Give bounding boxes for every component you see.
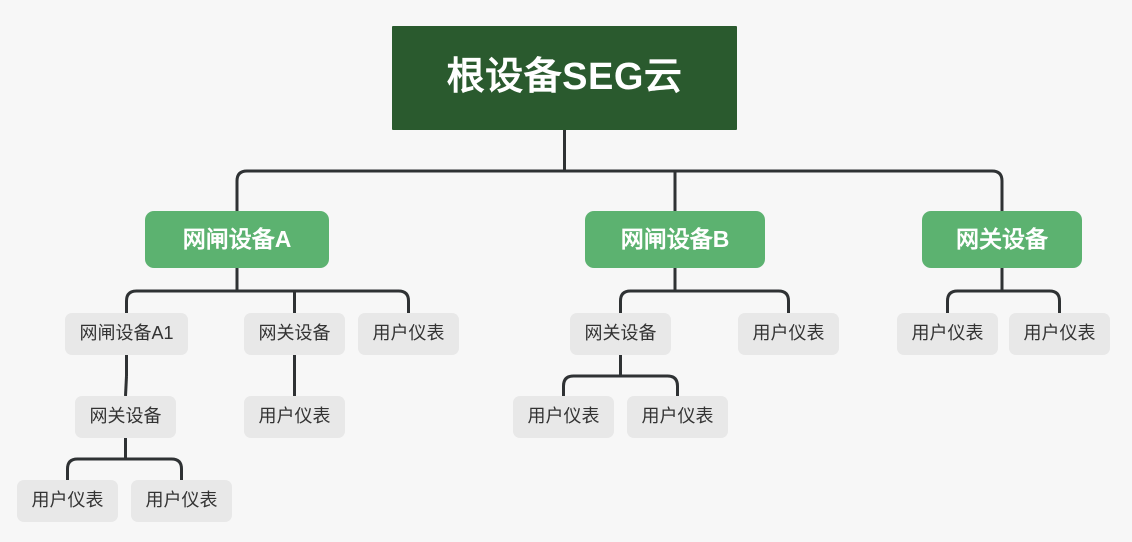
node-b-gateway-meter-2[interactable]: 用户仪表 (627, 396, 728, 438)
node-a-meter[interactable]: 用户仪表 (358, 313, 459, 355)
node-gateway-device-a[interactable]: 网闸设备A (145, 211, 329, 268)
node-b-gateway-meter-1[interactable]: 用户仪表 (513, 396, 614, 438)
node-b-meter[interactable]: 用户仪表 (738, 313, 839, 355)
node-root-seg-cloud[interactable]: 根设备SEG云 (392, 26, 737, 130)
node-gateway-device-b[interactable]: 网闸设备B (585, 211, 765, 268)
node-a1-gateway[interactable]: 网关设备 (75, 396, 176, 438)
node-a2-meter[interactable]: 用户仪表 (244, 396, 345, 438)
node-b-gateway[interactable]: 网关设备 (570, 313, 671, 355)
node-a1-gateway-meter-2[interactable]: 用户仪表 (131, 480, 232, 522)
node-gateway-device-c[interactable]: 网关设备 (922, 211, 1082, 268)
node-c-meter-1[interactable]: 用户仪表 (897, 313, 998, 355)
node-a1-gateway-meter-1[interactable]: 用户仪表 (17, 480, 118, 522)
node-gateway-device-a1[interactable]: 网闸设备A1 (65, 313, 188, 355)
node-c-meter-2[interactable]: 用户仪表 (1009, 313, 1110, 355)
node-a-gateway[interactable]: 网关设备 (244, 313, 345, 355)
